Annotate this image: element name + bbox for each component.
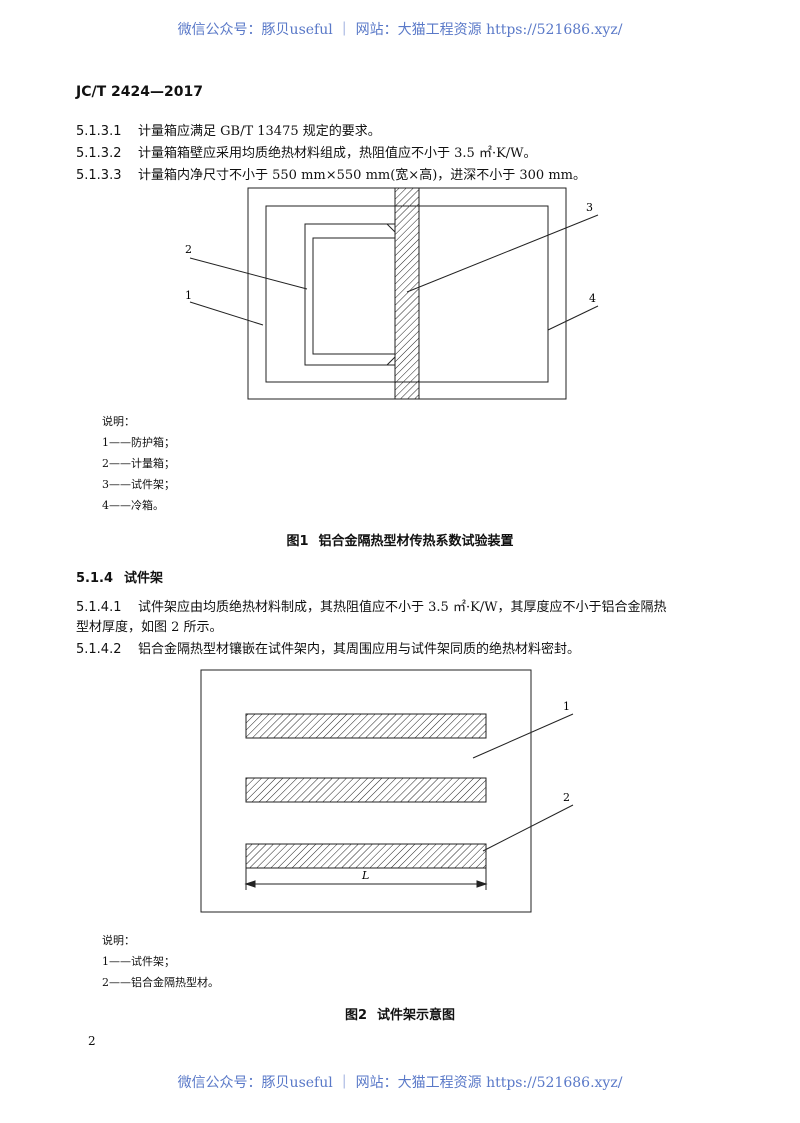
clause-5-1-4-1-continuation: 型材厚度，如图 2 所示。 — [76, 620, 223, 635]
clause-text: 计量箱应满足 GB/T 13475 规定的要求。 — [138, 124, 381, 139]
leader-line-3 — [406, 214, 599, 293]
legend-item: 1——试件架； — [102, 955, 175, 968]
leader-line-2 — [482, 804, 574, 852]
figure2-label-2: 2 — [563, 791, 570, 804]
clause-5-1-3-3: 5.1.3.3 计量箱内净尺寸不小于 550 mm×550 mm(宽×高)，进深不… — [76, 164, 586, 183]
leader-line-1 — [189, 301, 264, 326]
figure2-label-1: 1 — [563, 700, 570, 713]
figure2-legend: 说明： 1——试件架； 2——铝合金隔热型材。 — [102, 930, 219, 993]
caption-number: 图2 — [344, 1008, 368, 1023]
figure1-caption: 图1 铝合金隔热型材传热系数试验装置 — [0, 530, 800, 549]
clause-5-1-3-2: 5.1.3.2 计量箱箱壁应采用均质绝热材料组成，热阻值应不小于 3.5 ㎡·K/… — [76, 142, 537, 161]
section-number: 5.1.4 — [76, 571, 114, 586]
legend-title: 说明： — [102, 934, 135, 947]
clause-5-1-3-1: 5.1.3.1 计量箱应满足 GB/T 13475 规定的要求。 — [76, 120, 381, 139]
legend-item: 2——铝合金隔热型材。 — [102, 976, 219, 989]
clause-number: 5.1.4.1 — [76, 600, 122, 615]
legend-item: 1——防护箱； — [102, 436, 175, 449]
leader-line-4 — [547, 305, 599, 331]
leader-line-1 — [472, 713, 574, 759]
clause-5-1-4-2: 5.1.4.2 铝合金隔热型材镶嵌在试件架内，其周围应用与试件架同质的绝热材料密封… — [76, 638, 580, 657]
profile-bar-3 — [245, 843, 487, 869]
watermark-bottom: 微信公众号：豚贝useful ｜ 网站：大猫工程资源 https://52168… — [177, 1075, 623, 1091]
clause-text: 试件架应由均质绝热材料制成，其热阻值应不小于 3.5 ㎡·K/W，其厚度应不小于… — [138, 600, 667, 615]
section-5-1-4-heading: 5.1.4 试件架 — [76, 567, 163, 586]
profile-bar-2 — [245, 777, 487, 803]
clause-text: 计量箱箱壁应采用均质绝热材料组成，热阻值应不小于 3.5 ㎡·K/W。 — [138, 146, 537, 161]
watermark-top: 微信公众号：豚贝useful ｜ 网站：大猫工程资源 https://52168… — [177, 22, 623, 38]
legend-item: 3——试件架； — [102, 478, 175, 491]
metering-box-inner — [312, 237, 396, 355]
clause-number: 5.1.4.2 — [76, 642, 122, 657]
caption-number: 图1 — [286, 534, 309, 549]
clause-number: 5.1.3.3 — [76, 168, 122, 183]
metering-box-outer — [304, 223, 396, 366]
page-number: 2 — [88, 1034, 96, 1048]
specimen-frame-outline — [200, 669, 532, 913]
caption-text: 试件架示意图 — [377, 1008, 456, 1023]
figure1-label-2: 2 — [185, 243, 192, 256]
legend-item: 2——计量箱； — [102, 457, 175, 470]
figure1-label-1: 1 — [185, 289, 192, 302]
section-title: 试件架 — [124, 571, 164, 586]
specimen-frame — [394, 187, 420, 400]
clause-5-1-4-1: 5.1.4.1 试件架应由均质绝热材料制成，其热阻值应不小于 3.5 ㎡·K/W，… — [76, 596, 667, 615]
dimension-label-L: L — [361, 869, 369, 882]
clause-text: 铝合金隔热型材镶嵌在试件架内，其周围应用与试件架同质的绝热材料密封。 — [138, 642, 581, 657]
profile-bar-1 — [245, 713, 487, 739]
clause-number: 5.1.3.1 — [76, 124, 122, 139]
figure1-label-4: 4 — [589, 292, 596, 305]
clause-number: 5.1.3.2 — [76, 146, 122, 161]
legend-item: 4——冷箱。 — [102, 499, 164, 512]
caption-text: 铝合金隔热型材传热系数试验装置 — [318, 534, 514, 549]
figure1-label-3: 3 — [586, 201, 593, 214]
standard-number-header: JC/T 2424—2017 — [76, 84, 203, 100]
legend-title: 说明： — [102, 415, 135, 428]
figure1-legend: 说明： 1——防护箱； 2——计量箱； 3——试件架； 4——冷箱。 — [102, 411, 175, 516]
clause-text: 计量箱内净尺寸不小于 550 mm×550 mm(宽×高)，进深不小于 300 … — [138, 168, 586, 183]
figure2-caption: 图2 试件架示意图 — [0, 1004, 800, 1023]
leader-line-2 — [189, 257, 308, 290]
